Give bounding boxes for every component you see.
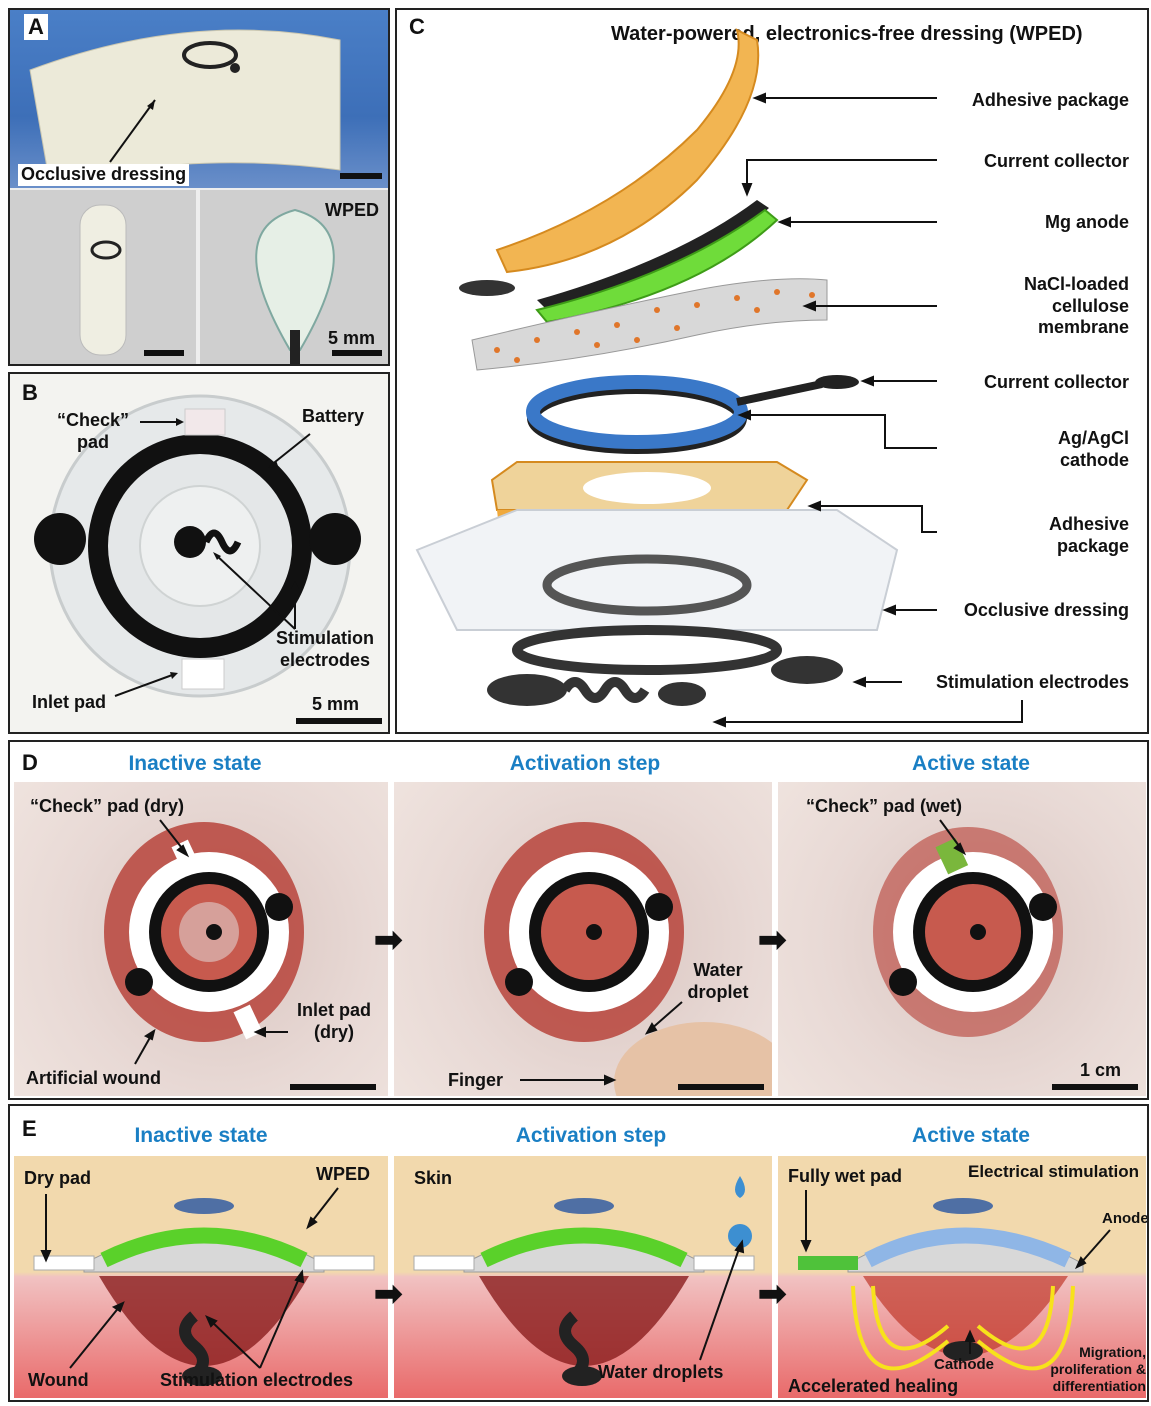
fully-wet-pad-label: Fully wet pad (788, 1166, 902, 1188)
panel-e-arrow-2: ➡ (758, 1274, 787, 1314)
layer-label-7: Adhesive package (1009, 514, 1129, 557)
anode-label: Anode (1102, 1210, 1149, 1228)
battery-label: Battery (302, 406, 364, 428)
layer-label-3: Mg anode (889, 212, 1129, 234)
layer-label-2: Current collector (889, 151, 1129, 173)
panel-d-arrow-1: ➡ (374, 920, 403, 960)
layer-label-1: Adhesive package (889, 90, 1129, 112)
inlet-pad-label: Inlet pad (32, 692, 106, 714)
panel-e-title-3: Active state (846, 1124, 1096, 1148)
check-pad-label: “Check” pad (48, 410, 138, 453)
electrical-stimulation-label: Electrical stimulation (968, 1162, 1139, 1182)
panel-d-photo-3 (778, 782, 1146, 1096)
check-pad-dry-label: “Check” pad (dry) (30, 796, 184, 818)
panel-d-arrow-2: ➡ (758, 920, 787, 960)
panel-b-scalebar (296, 718, 382, 724)
panel-d-photo-2 (394, 782, 772, 1096)
layer-label-9: Stimulation electrodes (869, 672, 1129, 694)
occlusive-dressing-label: Occlusive dressing (18, 164, 189, 186)
panel-e-label: E (22, 1116, 37, 1142)
panel-b-label: B (22, 380, 38, 406)
panel-a-scalebar-2 (144, 350, 184, 356)
panel-d-title-2: Activation step (460, 752, 710, 776)
panel-e-title-1: Inactive state (76, 1124, 326, 1148)
layer-label-4: NaCl-loaded cellulose membrane (979, 274, 1129, 339)
migration-label: Migration, proliferation & differentiati… (1046, 1344, 1146, 1394)
water-droplet-label: Water droplet (678, 960, 758, 1003)
panel-e-stimulation-electrodes-label: Stimulation electrodes (160, 1370, 353, 1392)
panel-e-title-2: Activation step (466, 1124, 716, 1148)
panel-e-wped-label: WPED (316, 1164, 370, 1186)
panel-d-title-3: Active state (846, 752, 1096, 776)
panel-a-scalebar-3 (332, 350, 382, 356)
panel-d-photo-1 (14, 782, 388, 1096)
cathode-label: Cathode (934, 1356, 994, 1374)
panel-d-label: D (22, 750, 38, 776)
panel-a-scalebar-1 (340, 173, 382, 179)
panel-d-scalebar-2 (678, 1084, 764, 1090)
panel-d-scalebar-1 (290, 1084, 376, 1090)
finger-label: Finger (448, 1070, 503, 1092)
panel-d: D Inactive state Activation step Active … (8, 740, 1149, 1100)
panel-e-scene-1 (14, 1156, 388, 1398)
panel-a-bottom-left-photo (10, 190, 196, 366)
layer-label-8: Occlusive dressing (889, 600, 1129, 622)
dry-pad-label: Dry pad (24, 1168, 91, 1190)
panel-e-arrow-1: ➡ (374, 1274, 403, 1314)
panel-d-title-1: Inactive state (70, 752, 320, 776)
panel-d-scalebar-3 (1052, 1084, 1138, 1090)
layer-label-5: Current collector (889, 372, 1129, 394)
panel-a-top-photo (10, 10, 388, 188)
panel-a-label: A (24, 14, 48, 40)
inlet-pad-dry-label: Inlet pad (dry) (292, 1000, 376, 1043)
panel-c: C Water-powered, electronics-free dressi… (395, 8, 1149, 734)
panel-a: A Occlusive dressing WPED 5 mm (8, 8, 390, 366)
stimulation-electrodes-label: Stimulation electrodes (260, 628, 390, 671)
dressing-sheet-illustration (10, 10, 388, 188)
panel-b-scale-label: 5 mm (312, 694, 359, 716)
water-droplets-label: Water droplets (598, 1362, 723, 1384)
check-pad-wet-label: “Check” pad (wet) (806, 796, 962, 818)
accelerated-healing-label: Accelerated healing (788, 1376, 958, 1398)
wped-label: WPED (325, 200, 379, 222)
artificial-wound-label: Artificial wound (26, 1068, 161, 1090)
panel-d-scale-label: 1 cm (1080, 1060, 1121, 1082)
skin-label: Skin (414, 1168, 452, 1190)
wound-label: Wound (28, 1370, 89, 1392)
panel-e: E Inactive state Activation step Active … (8, 1104, 1149, 1402)
layer-label-6: Ag/AgCl cathode (1009, 428, 1129, 471)
panel-b: B “Check” pad Battery Stimulation electr… (8, 372, 390, 734)
panel-a-scale-label: 5 mm (328, 328, 375, 350)
